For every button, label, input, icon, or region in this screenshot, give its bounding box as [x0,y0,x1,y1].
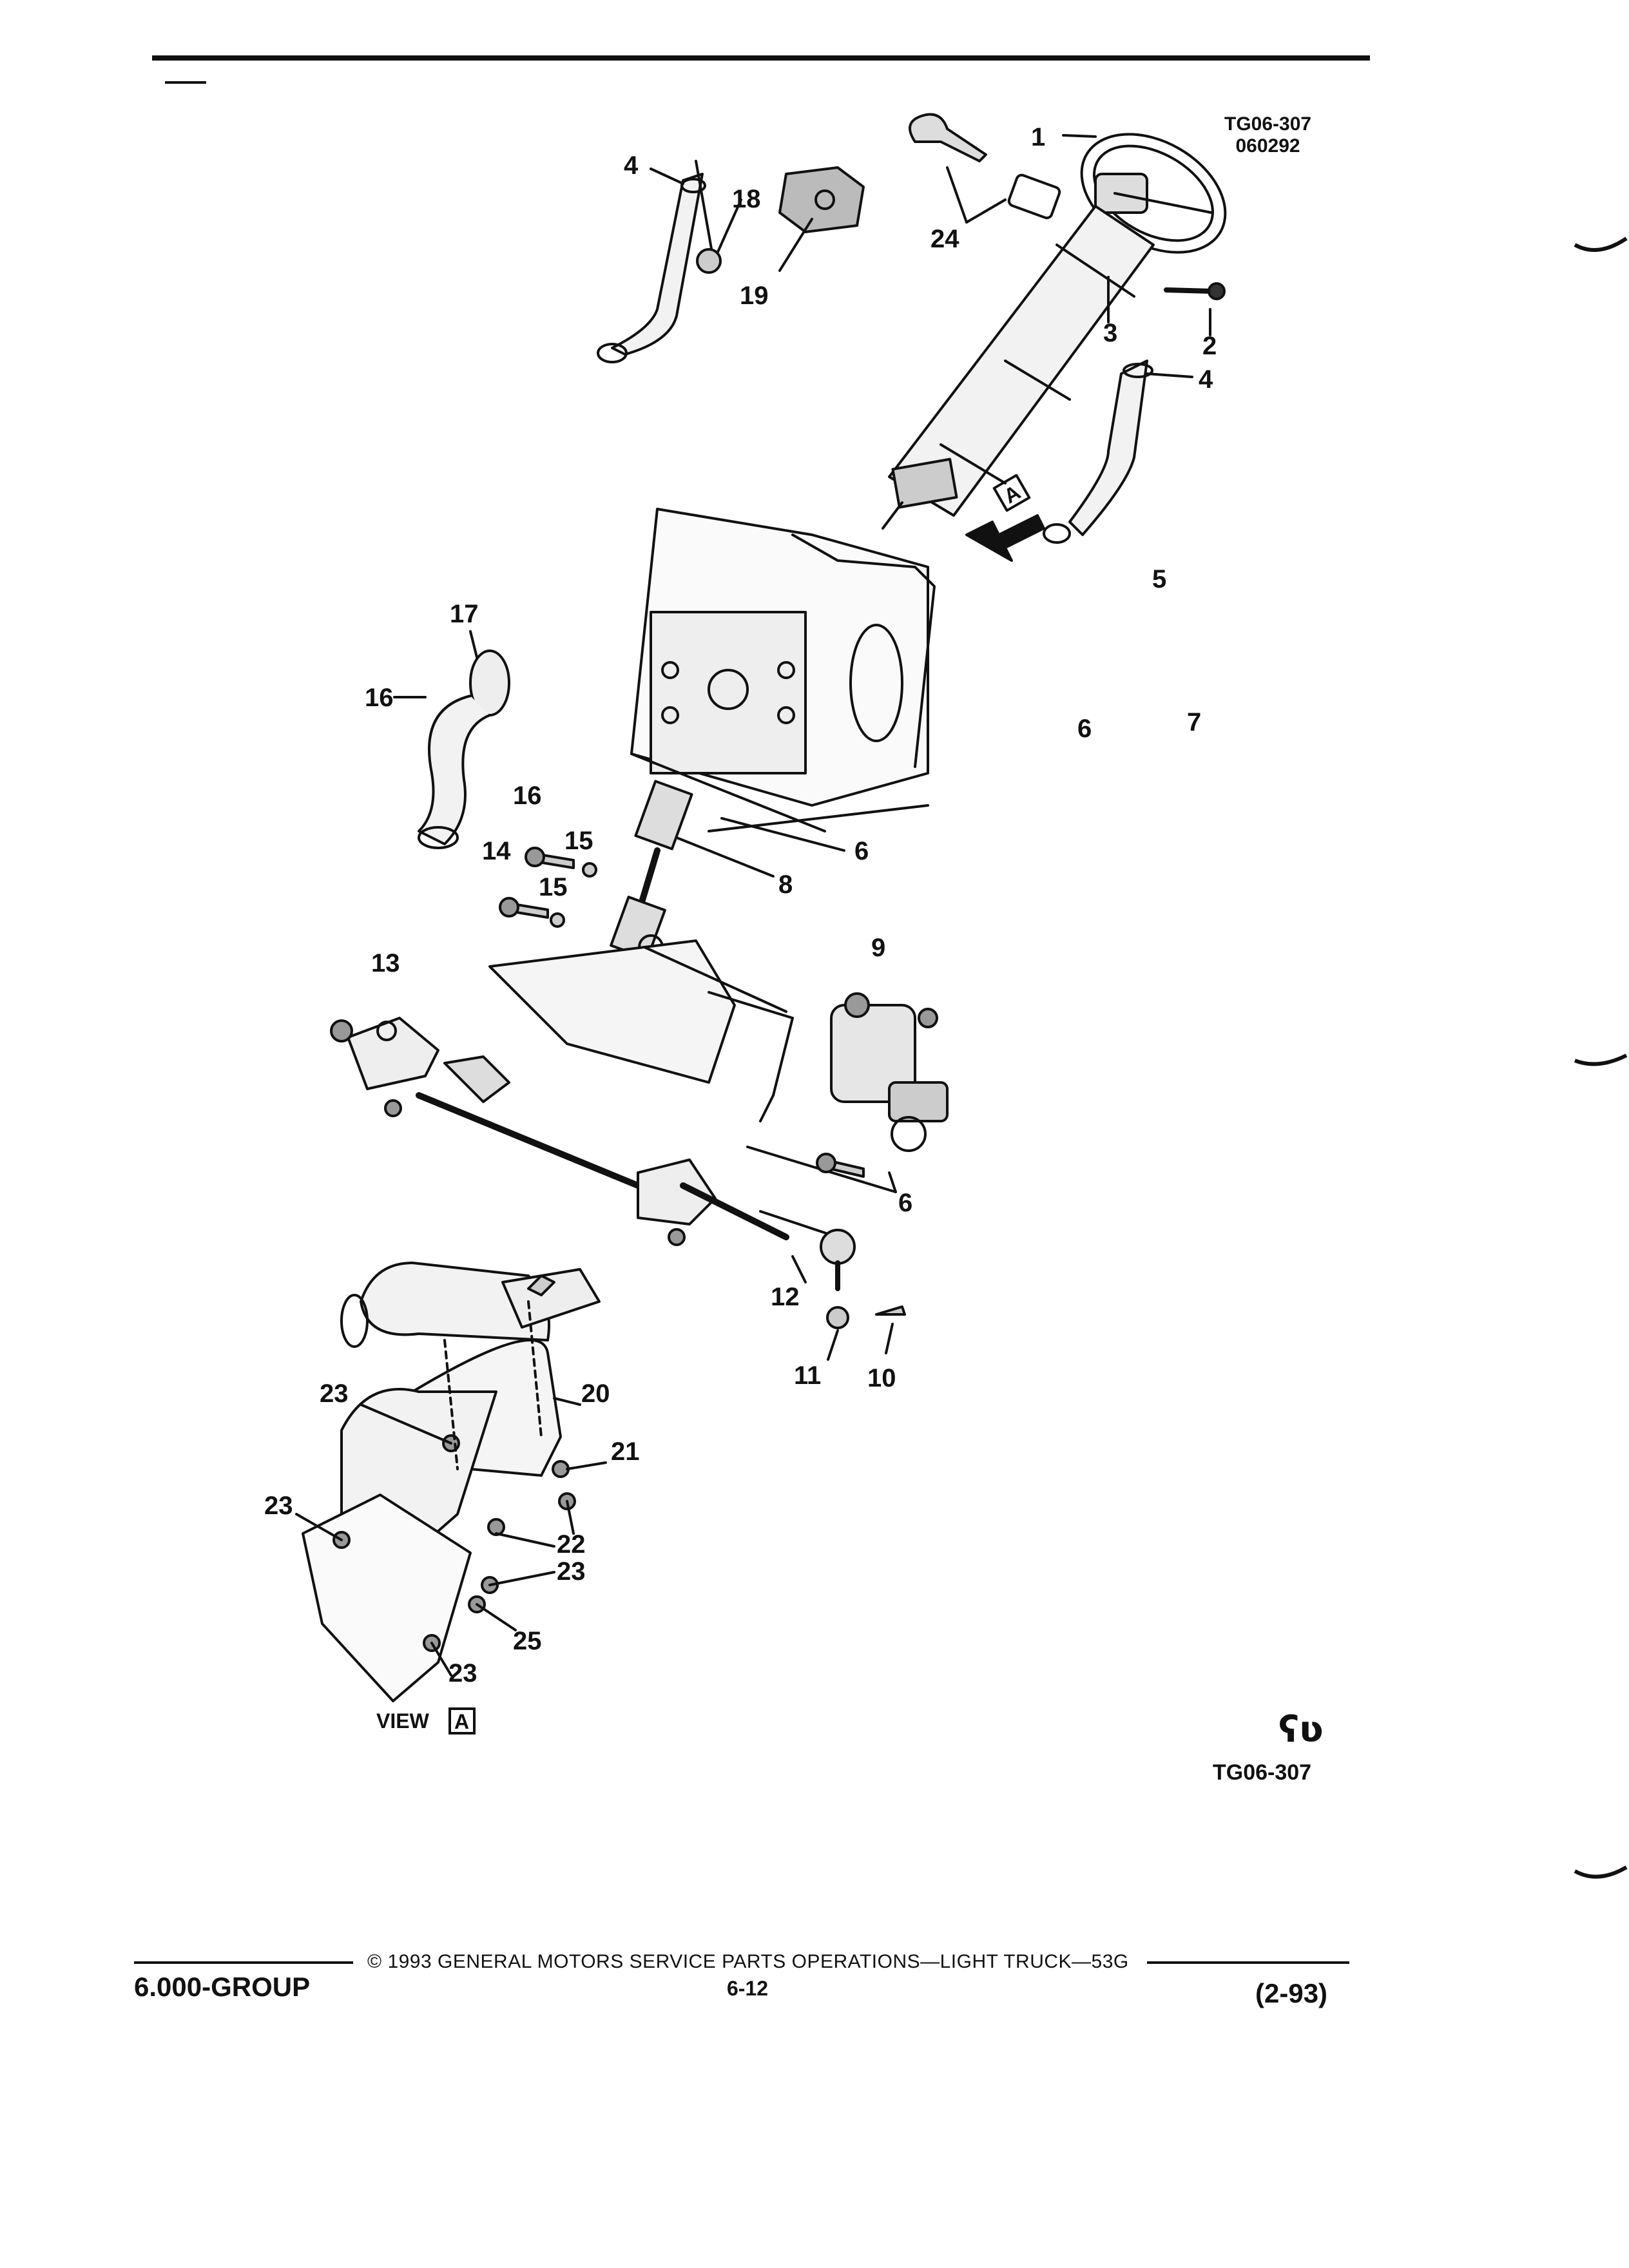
steering-wheel [1080,133,1227,254]
margin-mark [1574,236,1628,252]
callout-25: 25 [513,1627,542,1655]
figure-ref: TG06-307 060292 [1224,113,1311,157]
callout-22: 22 [557,1530,586,1559]
view-a-label: VIEW [376,1709,430,1733]
intermediate-shaft [610,780,693,960]
callout-23: 23 [448,1659,477,1687]
callout-16: 16 [365,684,394,712]
top-rule [152,55,1370,61]
callout-10: 10 [867,1364,896,1392]
pinch-bolts [499,847,597,928]
footer-copyright: © 1993 GENERAL MOTORS SERVICE PARTS OPER… [367,1951,1129,1972]
firewall [630,508,936,832]
callout-4: 4 [1199,365,1213,394]
callout-7: 7 [1187,708,1201,736]
callout-15: 15 [564,827,593,855]
callout-6: 6 [1077,715,1092,743]
callout-18: 18 [732,185,761,213]
gm-spo-logo: ʕʋ [1278,1709,1324,1751]
callout-20: 20 [581,1379,610,1408]
callout-13: 13 [371,949,400,977]
callout-12: 12 [771,1283,800,1311]
callout-8: 8 [778,870,793,899]
callout-2: 2 [1202,332,1217,360]
callout-19: 19 [740,282,769,310]
bolt-2 [1164,282,1226,300]
footer-date: (2-93) [1255,1978,1328,2008]
tie-rod-end [820,1229,856,1291]
steering-column [882,205,1155,530]
callout-23: 23 [264,1492,293,1520]
steering-gear [830,992,949,1152]
view-a-assembly [302,1262,601,1702]
figure-code-bottom: TG06-307 [1213,1760,1312,1785]
callout-21: 21 [611,1437,640,1466]
figure-ref-date: 060292 [1235,135,1300,157]
key-lock-cylinder [909,113,1061,220]
callout-23: 23 [320,1379,349,1408]
callouts: 1 2 3 4 4 5 6 6 6 7 8 9 10 11 12 13 14 1… [264,123,1217,1687]
switch-19 [778,166,865,233]
margin-mark [1574,1865,1628,1879]
callout-16: 16 [513,782,542,810]
corner-dash [165,81,206,84]
tie-rod-linkage [330,1017,789,1246]
bracket-4-right [1043,360,1153,544]
callout-11: 11 [794,1361,821,1390]
callout-23: 23 [557,1557,586,1586]
callout-1: 1 [1031,123,1045,151]
callout-6: 6 [854,837,869,865]
callout-6: 6 [898,1189,912,1217]
footer-rule-right [1147,1961,1349,1964]
footer-page-number: 6-12 [727,1977,769,2000]
figure-ref-code: TG06-307 [1224,113,1312,135]
callout-5: 5 [1152,565,1166,593]
footer-group: 6.000-GROUP [134,1972,311,2002]
footer-rule-left [134,1961,353,1964]
bracket-4-left [597,173,706,363]
boot-hose-17 [418,649,510,849]
callout-4: 4 [624,151,639,180]
margin-mark [1574,1053,1628,1066]
callout-9: 9 [871,934,885,962]
view-a-letter: A [454,1710,469,1733]
callout-15: 15 [539,873,568,901]
callout-24: 24 [930,225,959,253]
callout-14: 14 [482,837,511,865]
callout-17: 17 [450,600,479,628]
callout-3: 3 [1103,319,1117,347]
